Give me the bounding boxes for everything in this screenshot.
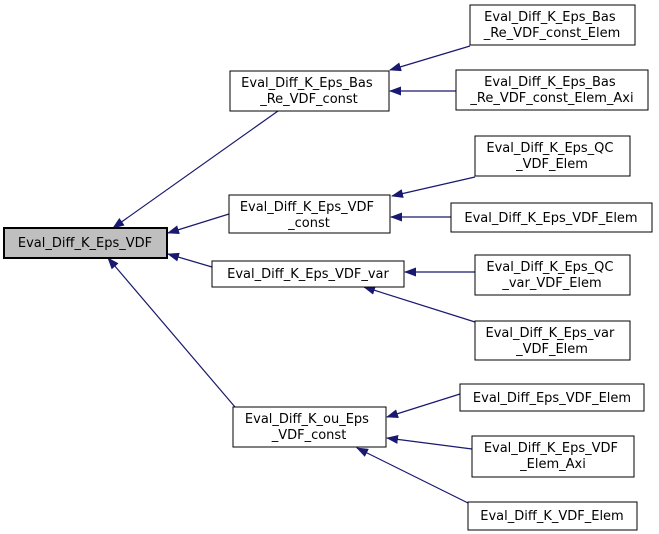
- node-box: [471, 435, 635, 478]
- edge-k-ou-eps-vdf-const-to-main: [107, 257, 236, 408]
- node-label: Eval_Diff_K_Eps_var _VDF_Elem: [486, 326, 619, 357]
- node-eval-diff-k-eps-bas-re-vdf-const-elem[interactable]: Eval_Diff_K_Eps_Bas _Re_VDF_const_Elem: [469, 4, 636, 46]
- node-eval-diff-k-eps-qc-vdf-elem[interactable]: Eval_Diff_K_Eps_QC _VDF_Elem: [474, 135, 631, 177]
- edge-vdf-elem-axi-to-k-ou-eps-vdf-const: [386, 434, 473, 450]
- node-eval-diff-k-eps-vdf[interactable]: Eval_Diff_K_Eps_VDF: [3, 227, 168, 259]
- node-box: [467, 501, 638, 531]
- node-box: [450, 202, 653, 233]
- node-label: Eval_Diff_K_Eps_VDF: [18, 236, 152, 251]
- node-label: Eval_Diff_K_Eps_QC _var_VDF_Elem: [486, 260, 617, 291]
- node-box: [474, 320, 631, 361]
- node-label: Eval_Diff_K_Eps_QC _VDF_Elem: [486, 141, 617, 172]
- edge-bas-re-vdf-const-elem-to-bas-re-vdf-const: [389, 45, 471, 72]
- node-label: Eval_Diff_K_Eps_VDF_var: [227, 267, 389, 282]
- node-box: [455, 69, 649, 111]
- node-label: Eval_Diff_K_VDF_Elem: [480, 509, 623, 524]
- node-eval-diff-k-eps-vdf-elem[interactable]: Eval_Diff_K_Eps_VDF_Elem: [450, 202, 653, 233]
- edge-bas-re-vdf-const-to-main: [112, 110, 279, 229]
- node-eval-diff-k-eps-bas-re-vdf-const-elem-axi[interactable]: Eval_Diff_K_Eps_Bas _Re_VDF_const_Elem_A…: [455, 69, 649, 111]
- node-eval-diff-k-vdf-elem[interactable]: Eval_Diff_K_VDF_Elem: [467, 501, 638, 531]
- node-eval-diff-k-ou-eps-vdf-const[interactable]: Eval_Diff_K_ou_Eps _VDF_const: [232, 406, 387, 448]
- node-label: Eval_Diff_K_Eps_VDF _Elem_Axi: [484, 441, 622, 472]
- node-eval-diff-k-eps-var-vdf-elem[interactable]: Eval_Diff_K_Eps_var _VDF_Elem: [474, 320, 631, 361]
- edge-var-vdf-elem-to-vdf-var: [363, 286, 476, 323]
- node-box: [228, 194, 391, 234]
- edge-k-vdf-elem-to-k-ou-eps-vdf-const: [356, 447, 469, 504]
- node-box: [469, 4, 636, 46]
- node-label: Eval_Diff_K_Eps_VDF _const: [240, 200, 378, 231]
- node-eval-diff-k-eps-vdf-const[interactable]: Eval_Diff_K_Eps_VDF _const: [228, 194, 391, 234]
- node-label: Eval_Diff_Eps_VDF_Elem: [473, 391, 631, 406]
- node-box: [3, 227, 168, 259]
- node-box: [232, 406, 387, 448]
- node-box: [211, 260, 405, 288]
- edge-vdf-var-to-main: [167, 252, 213, 268]
- node-box: [459, 383, 645, 412]
- node-label: Eval_Diff_K_ou_Eps _VDF_const: [245, 412, 373, 443]
- node-label: Eval_Diff_K_Eps_VDF_Elem: [464, 211, 637, 226]
- node-box: [474, 254, 631, 296]
- node-box: [229, 70, 390, 112]
- edge-layer: [107, 45, 476, 504]
- node-eval-diff-eps-vdf-elem[interactable]: Eval_Diff_Eps_VDF_Elem: [459, 383, 645, 412]
- node-label: Eval_Diff_K_Eps_Bas _Re_VDF_const: [241, 76, 377, 107]
- node-box: [474, 135, 631, 177]
- node-eval-diff-k-eps-bas-re-vdf-const[interactable]: Eval_Diff_K_Eps_Bas _Re_VDF_const: [229, 70, 390, 112]
- edge-vdf-const-to-main: [167, 213, 230, 235]
- edge-qc-vdf-elem-to-vdf-const: [391, 176, 476, 198]
- edge-eps-vdf-elem-to-k-ou-eps-vdf-const: [386, 393, 461, 418]
- node-label: Eval_Diff_K_Eps_Bas _Re_VDF_const_Elem_A…: [469, 75, 633, 106]
- node-label: Eval_Diff_K_Eps_Bas _Re_VDF_const_Elem: [483, 10, 621, 41]
- node-eval-diff-k-eps-vdf-var[interactable]: Eval_Diff_K_Eps_VDF_var: [211, 260, 405, 288]
- node-eval-diff-k-eps-vdf-elem-axi[interactable]: Eval_Diff_K_Eps_VDF _Elem_Axi: [471, 435, 635, 478]
- node-eval-diff-k-eps-qc-var-vdf-elem[interactable]: Eval_Diff_K_Eps_QC _var_VDF_Elem: [474, 254, 631, 296]
- node-layer: Eval_Diff_K_Eps_VDF Eval_Diff_K_Eps_Bas …: [3, 4, 653, 531]
